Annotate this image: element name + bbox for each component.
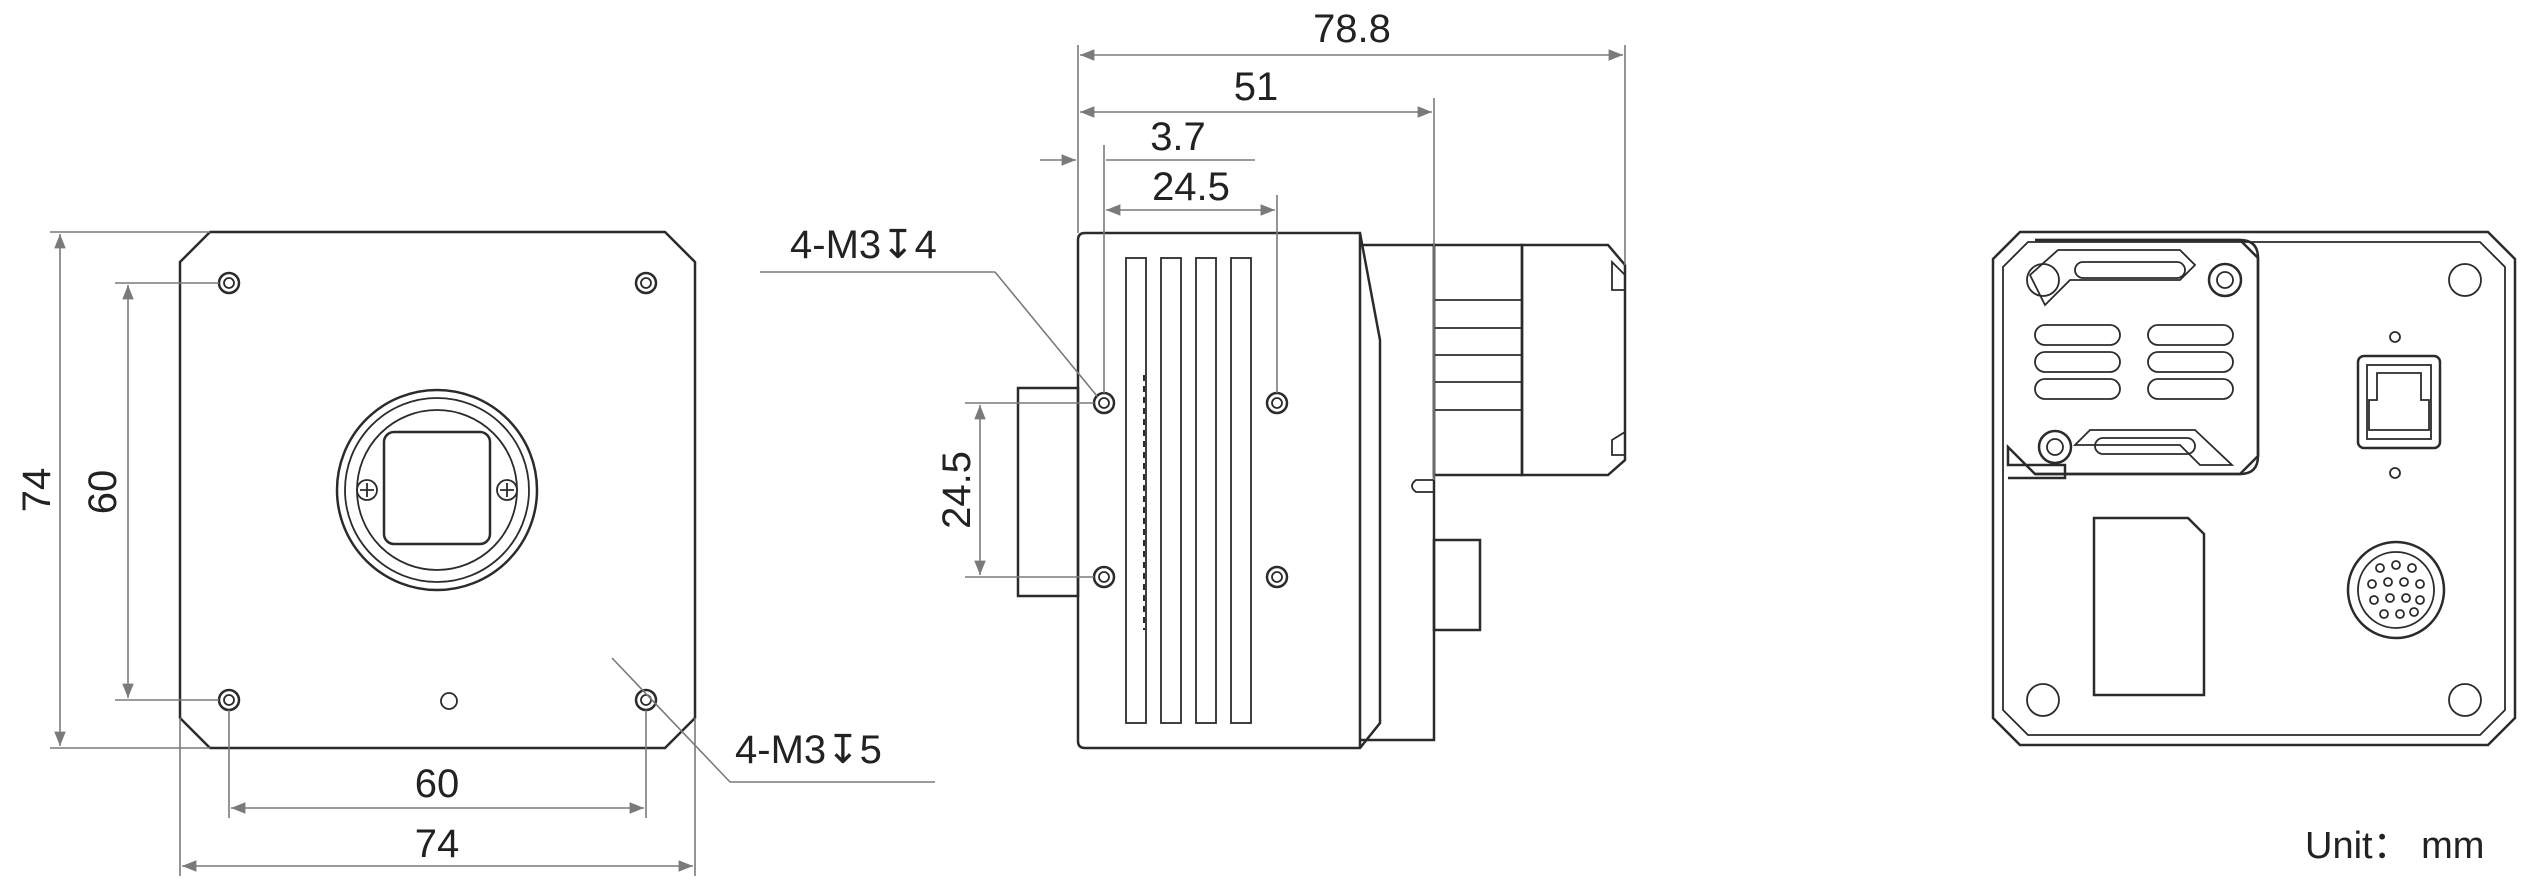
front-hole-v-dimension: 60 — [81, 282, 219, 701]
rear-view — [1991, 230, 2517, 747]
front-body-outline — [178, 230, 697, 750]
side-total-length-label: 78.8 — [1313, 7, 1391, 51]
front-mounting-holes — [217, 271, 658, 712]
unit-label: Unit： mm — [2305, 825, 2484, 867]
side-cooling-fins — [1125, 257, 1252, 724]
side-hole-h-label: 24.5 — [1152, 165, 1230, 209]
side-total-length-dimension: 78.8 — [1077, 7, 1626, 265]
side-tab — [1411, 479, 1434, 493]
side-body-length-dimension: 51 — [1080, 65, 1435, 480]
side-connector-block — [1432, 243, 1627, 477]
rear-ethernet-port — [2356, 331, 2442, 479]
side-hole-h-dimension: 24.5 — [1106, 165, 1278, 393]
side-hole-callout-label: 4-M3↧4 — [790, 223, 937, 267]
side-hole-callout: 4-M3↧4 — [760, 223, 1098, 397]
front-lens-mount — [335, 388, 539, 592]
front-hole-callout: 4-M3↧5 — [611, 657, 935, 783]
front-hole-callout-label: 4-M3↧5 — [735, 728, 882, 772]
side-body-length-label: 51 — [1234, 65, 1279, 109]
front-height-label: 74 — [15, 468, 59, 513]
side-lens-mount — [1016, 386, 1080, 598]
side-hole-v-dimension: 24.5 — [935, 402, 1094, 578]
side-body-outline — [1076, 231, 1382, 750]
rear-screws — [2037, 262, 2243, 465]
side-flange-label: 3.7 — [1150, 115, 1206, 159]
front-hole-h-label: 60 — [415, 762, 460, 806]
side-hole-v-label: 24.5 — [935, 451, 979, 529]
rear-body-outline — [1991, 230, 2517, 747]
rear-io-connector — [2346, 540, 2446, 640]
front-width-label: 74 — [415, 822, 460, 866]
side-mounting-holes — [1092, 391, 1289, 589]
front-width-dimension: 74 — [179, 718, 696, 876]
front-hole-h-dimension: 60 — [228, 710, 647, 818]
rear-vent-slots — [2028, 249, 2235, 466]
front-hole-v-label: 60 — [81, 470, 125, 515]
rear-label-area — [2092, 516, 2206, 697]
front-height-dimension: 74 — [15, 231, 210, 749]
side-io-connector — [1432, 538, 1482, 632]
rear-vent-panel — [2006, 238, 2260, 480]
side-view: 78.8 51 3.7 24.5 24.5 — [760, 7, 1627, 750]
side-flange-dimension: 3.7 — [1040, 115, 1255, 393]
front-view: 74 60 60 74 4-M3↧5 — [15, 230, 935, 876]
